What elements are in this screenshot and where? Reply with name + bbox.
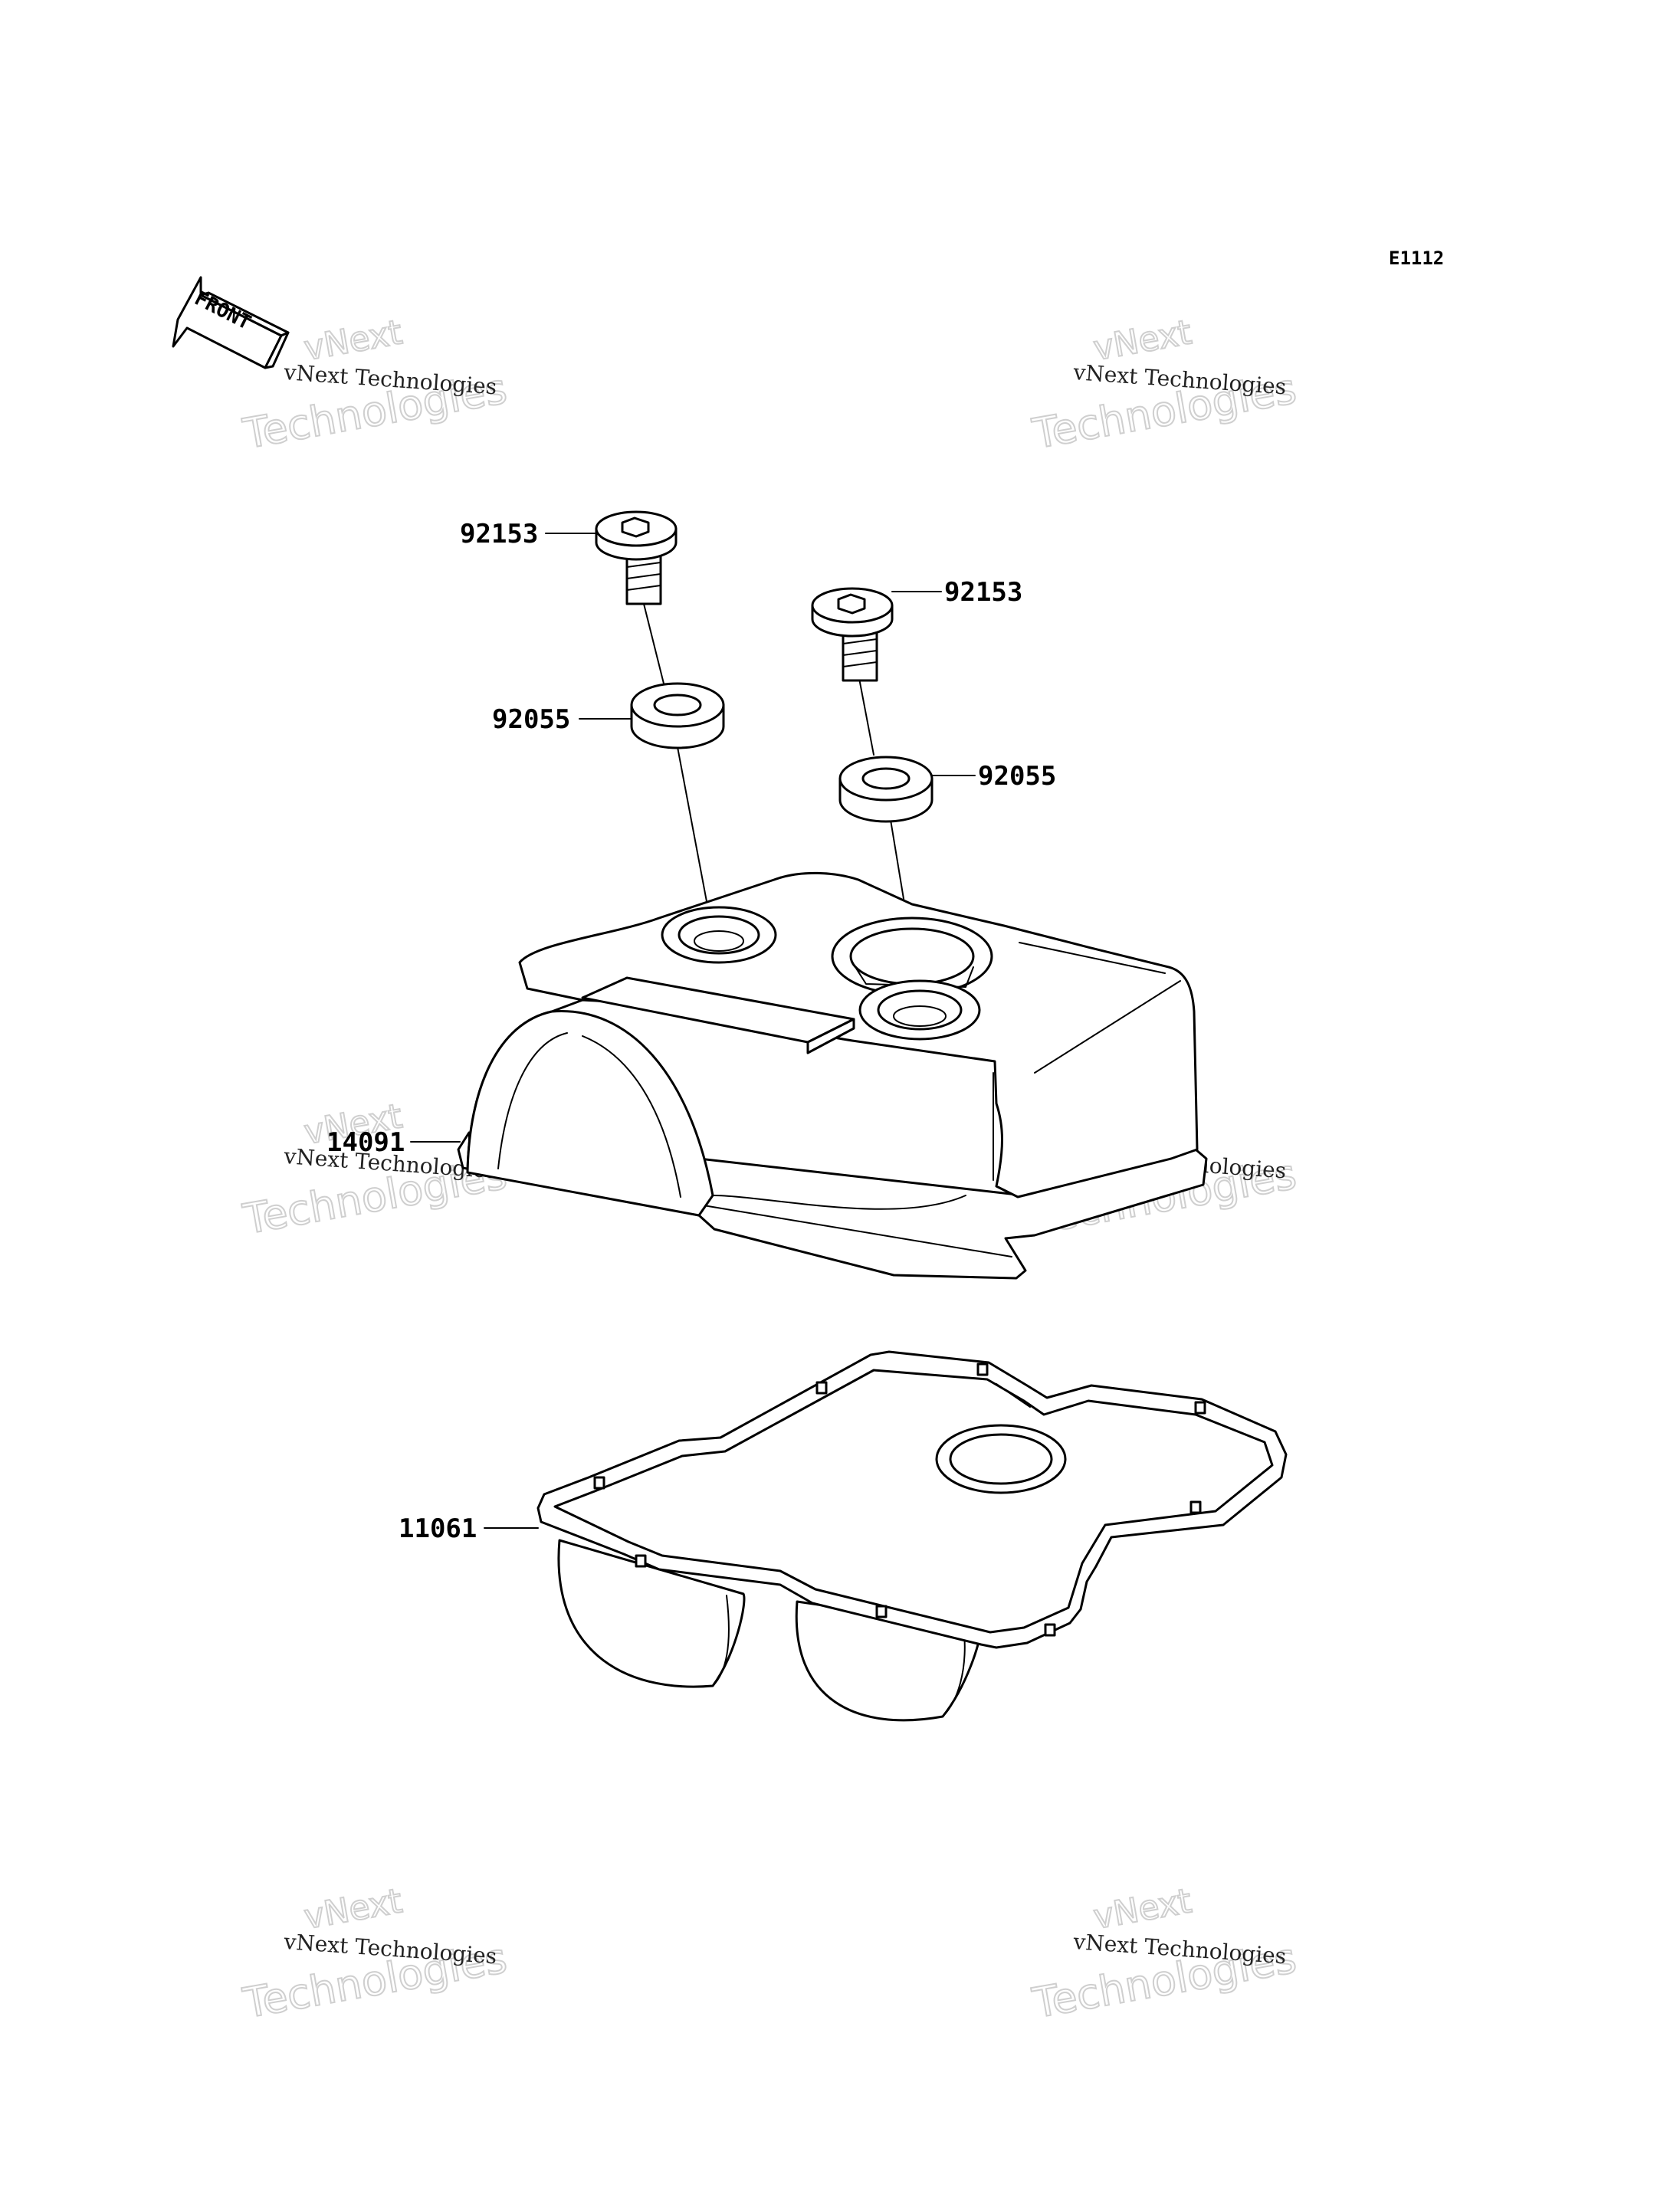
callout-label: 11061 (399, 1513, 477, 1544)
callout-label: 92153 (460, 519, 538, 549)
callout-bolt-right: 92153 (891, 577, 1022, 608)
callout-cover: 14091 (326, 1127, 461, 1158)
watermark-top-right: vNext Technologies vNext Technologies (1028, 312, 1301, 459)
watermark-vnext: vNext (1091, 313, 1194, 369)
callout-label: 92055 (978, 761, 1056, 792)
callout-bolt-left: 92153 (460, 519, 596, 549)
bolt-right-icon (811, 587, 894, 682)
watermark-bottom-right: vNext Technologies vNext Technologies (1028, 1881, 1301, 2028)
callout-washer-right: 92055 (931, 761, 1056, 792)
callout-washer-left: 92055 (492, 704, 632, 735)
watermark-bottom-left: vNext Technologies vNext Technologies (238, 1881, 511, 2028)
watermark-vnext: vNext (301, 313, 405, 369)
washer-right-icon (838, 756, 934, 823)
bolt-left-icon (595, 510, 678, 605)
callout-label: 92055 (492, 704, 570, 735)
diagram-code: E1112 (1389, 248, 1444, 269)
callout-label: 14091 (326, 1127, 405, 1158)
washer-left-icon (630, 682, 725, 749)
callout-gasket: 11061 (399, 1513, 539, 1544)
front-arrow-icon: FRONT (172, 276, 290, 369)
watermark-vnext: vNext (301, 1881, 405, 1937)
cylinder-head-cover-icon (457, 871, 1208, 1280)
cylinder-head-gasket-icon (536, 1350, 1288, 1722)
callout-label: 92153 (944, 577, 1022, 608)
watermark-vnext: vNext (1091, 1881, 1194, 1937)
